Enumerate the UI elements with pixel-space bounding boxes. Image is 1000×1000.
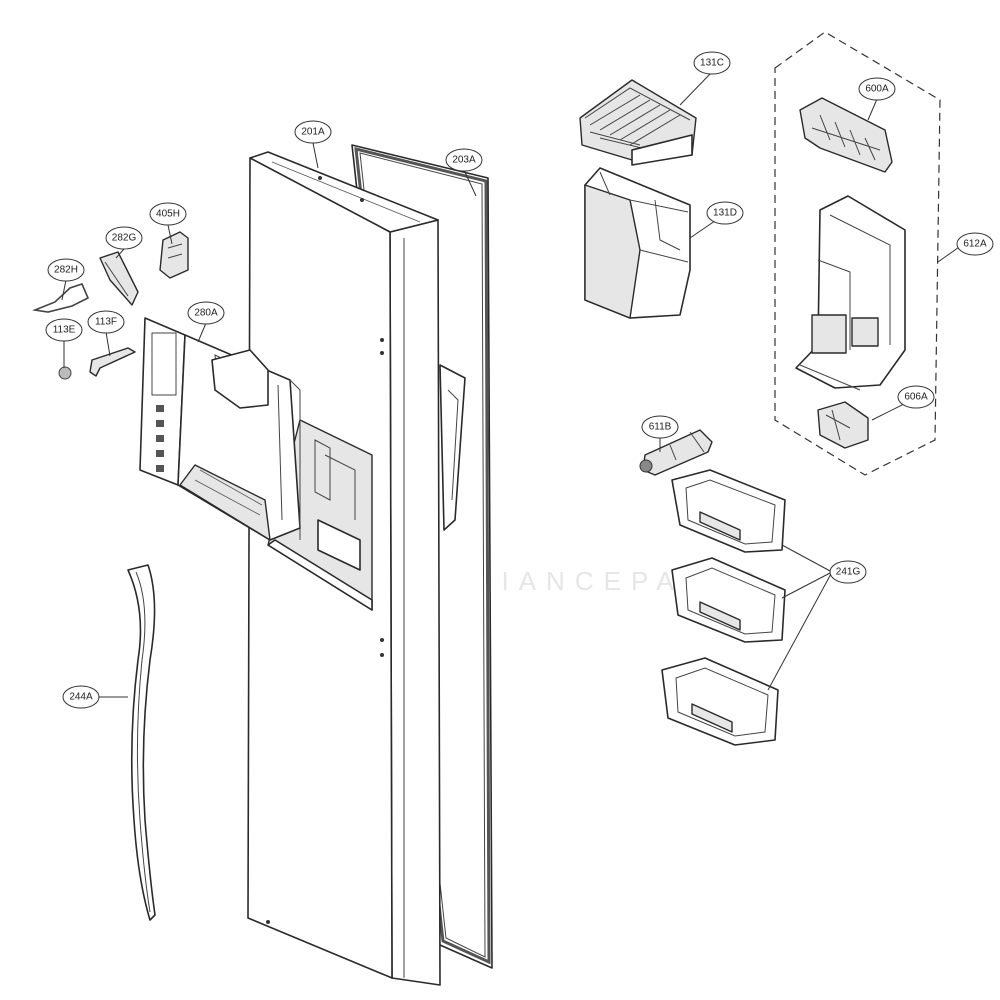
callout-606A: 606A xyxy=(897,385,935,409)
water-filter-611B[interactable] xyxy=(639,429,713,476)
svg-text:113F: 113F xyxy=(95,317,117,328)
door-handle[interactable] xyxy=(127,564,156,921)
callout-600A: 600A xyxy=(858,77,896,101)
callout-201A: 201A xyxy=(294,120,332,144)
screw-part-113E[interactable] xyxy=(58,366,72,380)
ice-maker-assembly-group xyxy=(774,31,941,476)
svg-text:282H: 282H xyxy=(54,265,78,276)
ice-bucket-top[interactable] xyxy=(579,79,697,166)
door-bin-2[interactable] xyxy=(671,557,786,643)
ice-maker-600A[interactable] xyxy=(799,97,893,173)
svg-text:203A: 203A xyxy=(452,155,476,166)
bracket-part-113F[interactable] xyxy=(89,347,136,377)
door-side-pocket xyxy=(439,364,466,531)
ice-maker-housing[interactable] xyxy=(795,195,906,391)
lever-part-282G[interactable] xyxy=(99,251,139,306)
callout-244A: 244A xyxy=(62,685,100,709)
door-bin-3[interactable] xyxy=(661,657,779,746)
callout-241G: 241G xyxy=(829,560,867,584)
sensor-part-405H[interactable] xyxy=(159,231,189,279)
callout-203A: 203A xyxy=(445,148,483,172)
door-bin-1[interactable] xyxy=(671,469,786,553)
svg-text:131C: 131C xyxy=(700,58,724,69)
svg-text:244A: 244A xyxy=(69,692,93,703)
svg-text:282G: 282G xyxy=(112,233,137,244)
spring-part-282H[interactable] xyxy=(31,283,90,313)
dispenser-cover[interactable] xyxy=(139,317,301,541)
callout-282G: 282G xyxy=(105,226,143,250)
svg-text:131D: 131D xyxy=(713,208,737,219)
callout-113E: 113E xyxy=(45,318,83,342)
svg-text:201A: 201A xyxy=(301,127,325,138)
svg-text:606A: 606A xyxy=(904,392,928,403)
callout-611B: 611B xyxy=(641,415,679,439)
svg-text:611B: 611B xyxy=(649,422,672,433)
callout-612A: 612A xyxy=(956,232,994,256)
motor-part-606A[interactable] xyxy=(817,401,869,449)
door-assembly[interactable] xyxy=(247,151,441,986)
svg-text:600A: 600A xyxy=(865,84,889,95)
svg-text:241G: 241G xyxy=(836,567,861,578)
svg-text:612A: 612A xyxy=(963,239,987,250)
svg-text:405H: 405H xyxy=(156,209,180,220)
callout-131C: 131C xyxy=(693,51,731,75)
svg-text:280A: 280A xyxy=(194,308,218,319)
callout-280A: 280A xyxy=(187,301,225,325)
callout-113F: 113F xyxy=(87,310,125,334)
svg-text:113E: 113E xyxy=(53,325,76,336)
callout-131D: 131D xyxy=(706,201,744,225)
ice-bucket[interactable] xyxy=(584,167,691,319)
callout-405H: 405H xyxy=(149,202,187,226)
callout-282H: 282H xyxy=(47,258,85,282)
